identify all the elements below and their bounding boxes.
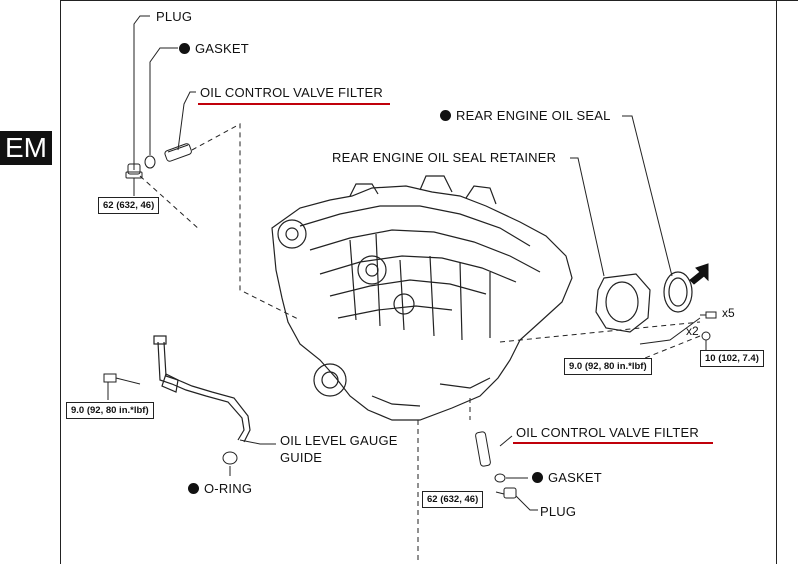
page-border-left [60,0,61,564]
non-reusable-dot-icon [440,110,451,121]
oil-level-gauge-guide-part [153,335,251,443]
direction-arrow-icon [689,263,709,285]
qty-retainer-nuts: x2 [686,324,699,338]
leader-plug-top [133,15,150,170]
label-ocv-filter-top: OIL CONTROL VALVE FILTER [200,85,383,100]
non-reusable-dot-icon [188,483,199,494]
highlight-underline-top [198,103,390,105]
label-o-ring: O-RING [188,481,252,496]
engine-block [271,175,573,421]
gasket-bottom-part [494,473,506,483]
torque-retainer-nuts: 10 (102, 7.4) [700,350,764,367]
label-gasket-top-text: GASKET [195,41,249,56]
highlight-underline-bottom [513,442,713,444]
label-rear-engine-oil-seal-retainer: REAR ENGINE OIL SEAL RETAINER [332,150,557,165]
non-reusable-dot-icon [532,472,543,483]
label-rear-engine-oil-seal: REAR ENGINE OIL SEAL [440,108,611,123]
label-oil-level-gauge-guide-2: GUIDE [280,450,323,465]
leader-gasket-top [149,47,178,155]
rear-seal-retainer-part [595,273,651,333]
qty-retainer-bolts: x5 [722,306,735,320]
plug-bottom-part [503,487,517,499]
gasket-top-part [144,155,156,169]
label-o-ring-text: O-RING [204,481,253,496]
label-plug-bottom: PLUG [540,504,577,519]
torque-plug-bottom: 62 (632, 46) [422,491,484,508]
leader-ocv-filter-top [177,91,196,151]
torque-retainer-bolts: 9.0 (92, 80 in.*lbf) [564,358,652,375]
section-tab-em: EM [0,131,52,165]
ocv-filter-bottom-part [475,431,491,467]
ocv-filter-top-part [164,143,192,162]
o-ring-part [222,451,238,465]
label-gasket-bottom-text: GASKET [548,470,602,485]
label-ocv-filter-bottom: OIL CONTROL VALVE FILTER [516,425,699,440]
torque-gauge-guide-bolt: 9.0 (92, 80 in.*lbf) [66,402,154,419]
label-gasket-top: GASKET [179,41,249,56]
label-plug-top: PLUG [156,9,193,24]
page-border-right [776,0,777,564]
rear-seal-part [663,271,693,313]
gauge-guide-bolt-part [103,373,141,385]
label-rear-seal-text: REAR ENGINE OIL SEAL [456,108,611,123]
page-border-top [60,0,798,1]
label-oil-level-gauge-guide-1: OIL LEVEL GAUGE [280,433,398,448]
retainer-bolt-part [700,311,717,319]
non-reusable-dot-icon [179,43,190,54]
retainer-nut-part [701,331,711,341]
torque-plug-top: 62 (632, 46) [98,197,160,214]
label-gasket-bottom: GASKET [532,470,602,485]
